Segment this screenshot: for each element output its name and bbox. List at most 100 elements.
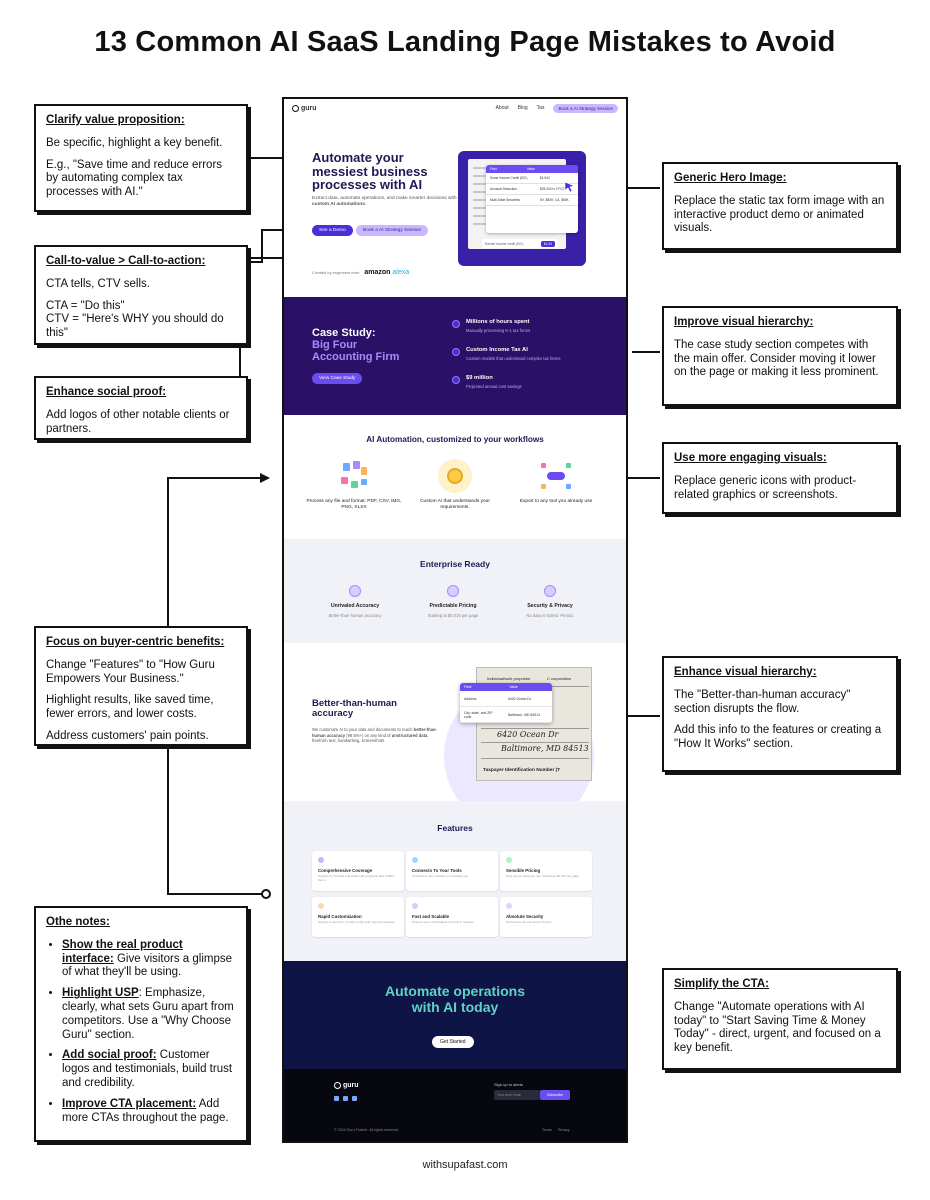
cursor-icon xyxy=(564,181,575,193)
callout-text: Replace the static tax form image with a… xyxy=(674,194,885,235)
footer-logo[interactable]: guru xyxy=(334,1082,359,1089)
case-study-heading: Case Study:Big Four Accounting Firm xyxy=(312,327,400,364)
see-demo-button[interactable]: See a Demo xyxy=(312,225,353,236)
mock-automation-section: AI Automation, customized to your workfl… xyxy=(284,415,626,539)
enterprise-heading: Enterprise Ready xyxy=(420,559,490,569)
social-icons xyxy=(334,1096,357,1101)
callout-heading: Call-to-value > Call-to-action: xyxy=(46,255,206,267)
callout-text: Change "Features" to "How Guru Empowers … xyxy=(46,658,215,685)
email-field[interactable]: Your work email xyxy=(494,1090,540,1100)
note-item-bold: Show the real product interface: xyxy=(62,938,183,965)
logo-icon xyxy=(334,1082,341,1089)
dollar-icon xyxy=(452,376,460,384)
get-started-button[interactable]: Get Started xyxy=(432,1036,474,1048)
callout-engaging-visuals: Use more engaging visuals: Replace gener… xyxy=(662,442,898,514)
callout-heading: Clarify value proposition: xyxy=(46,114,185,126)
mock-logo[interactable]: guru xyxy=(292,104,317,112)
note-item-bold: Highlight USP xyxy=(62,987,139,1000)
note-item-text: Give visitors a glimpse of what they'll … xyxy=(62,952,233,979)
mock-navbar: guru About Blog Tax Book a AI Strategy S… xyxy=(284,99,626,117)
mock-hero-section: Automate your messiest business processe… xyxy=(284,117,626,297)
subscribe-button[interactable]: Subscribe xyxy=(540,1090,570,1100)
callout-text: Address customers' pain points. xyxy=(46,729,209,742)
callout-hero-image: Generic Hero Image: Replace the static t… xyxy=(662,162,898,250)
nav-cta-button[interactable]: Book a AI Strategy Session xyxy=(553,103,618,113)
hero-headline: Automate your messiest business processe… xyxy=(312,150,428,193)
legal-links: Terms Privacy xyxy=(542,1128,570,1132)
note-item-text: Add more CTAs throughout the page. xyxy=(62,1097,229,1124)
nav-link-about[interactable]: About xyxy=(495,105,509,111)
hero-input: Earned income credit (EIC)$1,94 xyxy=(482,239,558,248)
linkedin-icon[interactable] xyxy=(343,1096,348,1101)
callout-text: The case study section competes with the… xyxy=(674,338,879,379)
callout-heading: Generic Hero Image: xyxy=(674,172,787,184)
note-item-text: Customer logos and testimonials, build t… xyxy=(62,1049,233,1089)
book-session-button[interactable]: Book a AI Strategy Session xyxy=(356,225,429,236)
note-item-text: : Emphasize, clearly, what sets Guru apa… xyxy=(62,987,234,1041)
callout-text: E.g., "Save time and reduce errors by au… xyxy=(46,158,223,199)
check-icon xyxy=(544,585,556,597)
privacy-link[interactable]: Privacy xyxy=(557,1128,570,1132)
callout-text: Be specific, highlight a key benefit. xyxy=(46,136,223,149)
callout-text: Highlight results, like saved time, fewe… xyxy=(46,694,214,721)
created-by: Created by engineers from amazon alexa xyxy=(312,269,410,276)
note-item-bold: Improve CTA placement: xyxy=(62,1097,197,1110)
callout-visual-hierarchy: Improve visual hierarchy: The case study… xyxy=(662,306,898,406)
clock-icon xyxy=(452,320,460,328)
view-case-study-button[interactable]: View Case Study xyxy=(312,373,363,384)
ai-icon xyxy=(452,348,460,356)
callout-heading: Improve visual hierarchy: xyxy=(674,316,814,328)
callout-heading: Focus on buyer-centric benefits: xyxy=(46,636,225,648)
mock-case-study-section: Case Study:Big Four Accounting Firm View… xyxy=(284,297,626,415)
landing-page-mockup: guru About Blog Tax Book a AI Strategy S… xyxy=(282,97,628,1143)
callout-other-notes: Othe notes: Show the real product interf… xyxy=(34,906,248,1142)
signup-label: Sign up to alerts xyxy=(494,1082,523,1087)
callout-buyer-centric: Focus on buyer-centric benefits: Change … xyxy=(34,626,248,746)
callout-text: Replace generic icons with product-relat… xyxy=(674,474,857,501)
accuracy-heading: Better-than-human accuracy xyxy=(312,698,397,720)
cta-headline: Automate operations with AI today xyxy=(384,983,525,1016)
callout-text: The "Better-than-human accuracy" section… xyxy=(674,688,851,715)
callout-simplify-cta: Simplify the CTA: Change "Automate opera… xyxy=(662,968,898,1070)
note-item: Add social proof: Customer logos and tes… xyxy=(62,1049,236,1090)
callout-heading: Use more engaging visuals: xyxy=(674,452,827,464)
terms-link[interactable]: Terms xyxy=(542,1128,552,1132)
customization-icon xyxy=(318,903,324,909)
callout-social-proof: Enhance social proof: Add logos of other… xyxy=(34,376,248,440)
mock-accuracy-section: Better-than-human accuracy We customize … xyxy=(284,643,626,831)
hero-subtext: Extract data, automate operations, and m… xyxy=(312,196,457,208)
nav-link-blog[interactable]: Blog xyxy=(517,105,528,111)
logo-icon xyxy=(292,104,299,112)
youtube-icon[interactable] xyxy=(352,1096,357,1101)
accuracy-text: We customize AI to your data and documen… xyxy=(312,727,437,744)
callout-heading: Enhance social proof: xyxy=(46,386,167,398)
callout-heading: Othe notes: xyxy=(46,916,110,928)
automation-heading: AI Automation, customized to your workfl… xyxy=(366,435,544,444)
note-item: Show the real product interface: Give vi… xyxy=(62,939,236,980)
mock-footer: guru Sign up to alerts Your work email S… xyxy=(284,1069,626,1141)
callout-text: Change "Automate operations with AI toda… xyxy=(674,1000,881,1055)
mock-cta-section: Automate operations with AI today Get St… xyxy=(284,961,626,1069)
twitter-icon[interactable] xyxy=(334,1096,339,1101)
callout-call-to-value: Call-to-value > Call-to-action: CTA tell… xyxy=(34,245,248,345)
check-icon xyxy=(447,585,459,597)
note-item: Highlight USP: Emphasize, clearly, what … xyxy=(62,987,236,1042)
brain-icon xyxy=(438,459,472,493)
speed-icon xyxy=(412,903,418,909)
nav-link-tax[interactable]: Tax xyxy=(536,105,545,111)
automation-item: Export to any tool you already use xyxy=(508,459,604,505)
note-item: Improve CTA placement: Add more CTAs thr… xyxy=(62,1098,236,1126)
callout-heading: Simplify the CTA: xyxy=(674,978,769,990)
callout-heading: Enhance visual hierarchy: xyxy=(674,666,817,678)
